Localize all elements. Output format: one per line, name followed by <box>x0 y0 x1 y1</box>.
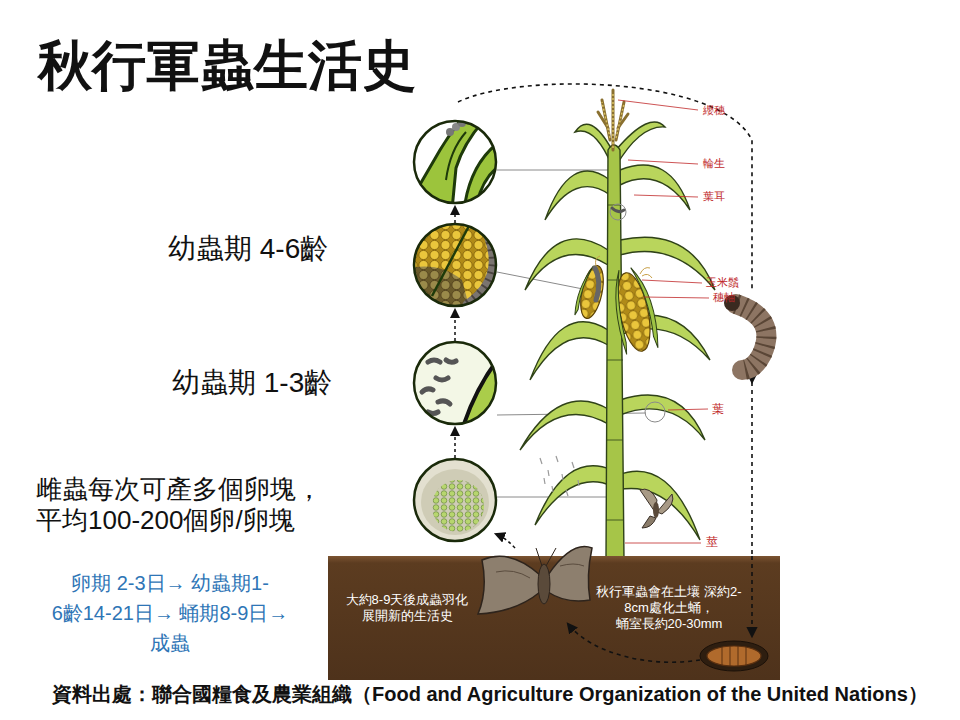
stage-label: 幼蟲期 1-3齡 <box>172 366 332 400</box>
soil-note: 大約8-9天後成蟲羽化 展開新的生活史 <box>336 592 478 624</box>
source-caption: 資料出處：聯合國糧食及農業組織（Food and Agriculture Org… <box>52 682 928 706</box>
soil-note: 秋行軍蟲會在土壤 深約2-8cm處化土蛹， 蛹室長約20-30mm <box>596 584 742 632</box>
part-label: 穗軸 <box>713 291 735 304</box>
title-text: 秋行軍蟲生活史 <box>38 36 416 95</box>
egg-note: 雌蟲每次可產多個卵塊， 平均100-200個卵/卵塊 <box>36 474 336 536</box>
part-label: 葉耳 <box>703 190 725 203</box>
part-label: 玉米鬚 <box>706 276 739 289</box>
stage-label: 幼蟲期 4-6齡 <box>168 232 328 266</box>
part-label: 葉 <box>712 402 724 416</box>
part-label: 纓穗 <box>703 104 725 117</box>
soil-band: 大約8-9天後成蟲羽化 展開新的生活史 秋行軍蟲會在土壤 深約2-8cm處化土蛹，… <box>328 556 780 680</box>
part-label: 輪生 <box>703 157 725 170</box>
part-label: 莖 <box>706 535 718 549</box>
duration-note: 卵期 2-3日→ 幼蟲期1-6齡14-21日→ 蛹期8-9日→成蟲 <box>50 568 290 658</box>
